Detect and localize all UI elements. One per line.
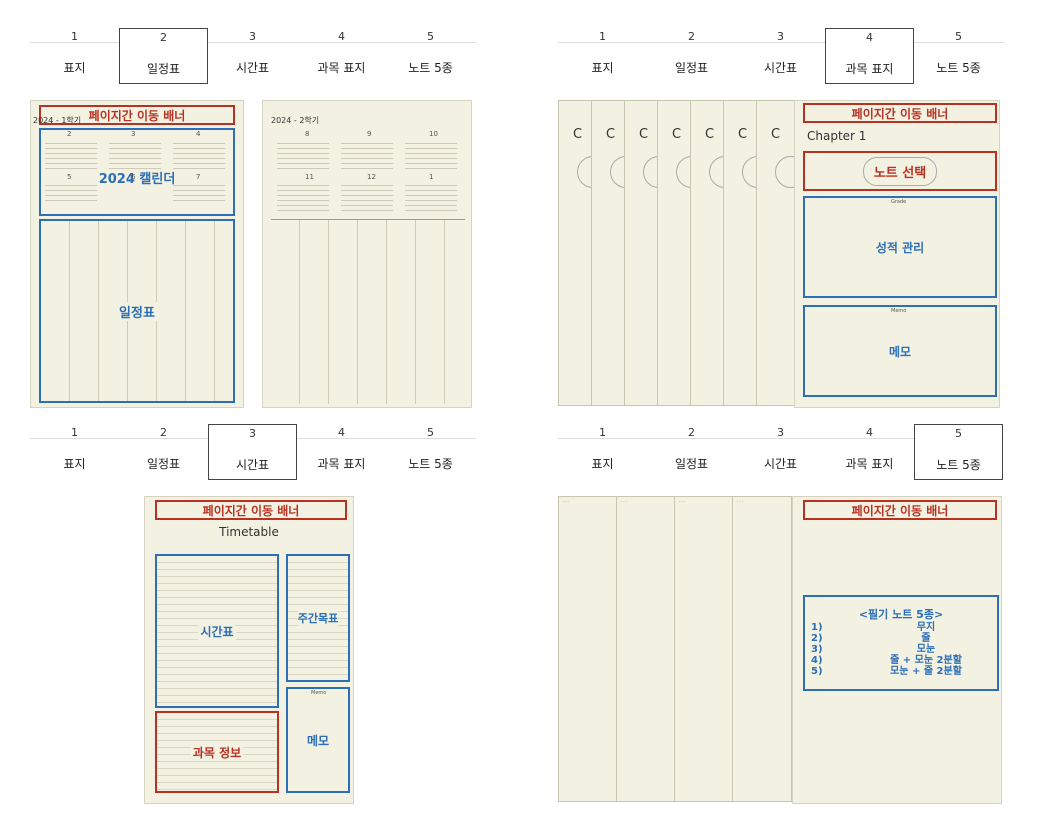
list-item: 4)줄 + 모눈 2분할 (811, 655, 962, 666)
calendar-area: 2024 캘린더 (39, 128, 235, 216)
note-card[interactable]: ··· (732, 496, 792, 802)
month-grid (405, 139, 457, 171)
weekly-goals-area: 주간목표 (286, 554, 350, 682)
list-title: <필기 노트 5종> (858, 608, 944, 621)
list-item: 5)모눈 + 줄 2분할 (811, 666, 962, 677)
stacked-notes: ··· ··· ··· ··· 페이지간 이동 배너 <필기 노트 5종> 1)… (558, 496, 1004, 804)
note-card[interactable]: ··· (674, 496, 734, 802)
note-types-list: <필기 노트 5종> 1)무지 2)줄 3)모눈 4)줄 + 모눈 2분할 5)… (803, 595, 999, 691)
grade-header: Grade (891, 199, 907, 205)
month-label: 12 (367, 173, 376, 181)
month-label: 8 (305, 130, 310, 138)
subject-info-area: 과목 정보 (155, 711, 279, 793)
page-title: Timetable (219, 525, 279, 539)
nav-banner[interactable]: 페이지간 이동 배너 (155, 500, 347, 520)
month-label: 3 (131, 130, 136, 138)
chapter-title: Chapter 1 (807, 129, 867, 143)
grade-area: 성적 관리 (803, 196, 997, 298)
month-grid (341, 139, 393, 171)
month-label: 4 (196, 130, 201, 138)
month-grid (341, 181, 393, 213)
month-label: 1 (429, 173, 434, 181)
month-grid (45, 181, 97, 205)
chapter-page[interactable]: 페이지간 이동 배너 Chapter 1 노트 선택 성적 관리 Grade 메… (794, 100, 1000, 408)
month-grid (173, 181, 225, 205)
list-item: 3)모눈 (811, 644, 936, 655)
stacked-chapters: C C C C C C C 페이지간 이동 배너 Chapter 1 노트 선택… (558, 100, 1004, 408)
timetable-area: 시간표 (155, 554, 279, 708)
memo-header: Memo (311, 690, 327, 696)
month-label: 10 (429, 130, 438, 138)
month-label: 7 (196, 173, 201, 181)
page-title: 2024 - 1학기 (33, 116, 82, 125)
note-card[interactable]: ··· (558, 496, 618, 802)
month-grid (173, 139, 225, 171)
list-item: 1)무지 (811, 622, 936, 633)
timetable-page[interactable]: 페이지간 이동 배너 Timetable 시간표 주간목표 과목 정보 메모 M… (144, 496, 354, 804)
nav-banner[interactable]: 페이지간 이동 배너 (803, 103, 997, 123)
note-card[interactable]: ··· (616, 496, 676, 802)
semester1-page[interactable]: 페이지간 이동 배너 2024 - 1학기 2024 캘린더 2 3 4 5 6… (30, 100, 244, 408)
schedule-area: 일정표 (39, 219, 235, 403)
page-title: 2024 - 2학기 (271, 116, 320, 125)
month-grid (277, 139, 329, 171)
month-label: 5 (67, 173, 72, 181)
month-label: 11 (305, 173, 314, 181)
month-label: 6 (131, 173, 136, 181)
memo-area: 메모 (803, 305, 997, 397)
nav-banner[interactable]: 페이지간 이동 배너 (39, 105, 235, 125)
notes-page[interactable]: 페이지간 이동 배너 <필기 노트 5종> 1)무지 2)줄 3)모눈 4)줄 … (792, 496, 1002, 804)
schedule-grid (271, 219, 465, 404)
month-grid (277, 181, 329, 213)
semester2-page[interactable]: 2024 - 2학기 8 9 10 11 12 1 (262, 100, 472, 408)
memo-area: 메모 (286, 687, 350, 793)
note-select-area[interactable]: 노트 선택 (803, 151, 997, 191)
month-grid (45, 139, 97, 171)
month-label: 2 (67, 130, 72, 138)
list-item: 2)줄 (811, 633, 931, 644)
nav-banner[interactable]: 페이지간 이동 배너 (803, 500, 997, 520)
memo-header: Memo (891, 308, 907, 314)
month-grid (109, 139, 161, 171)
month-label: 9 (367, 130, 372, 138)
month-grid (405, 181, 457, 213)
